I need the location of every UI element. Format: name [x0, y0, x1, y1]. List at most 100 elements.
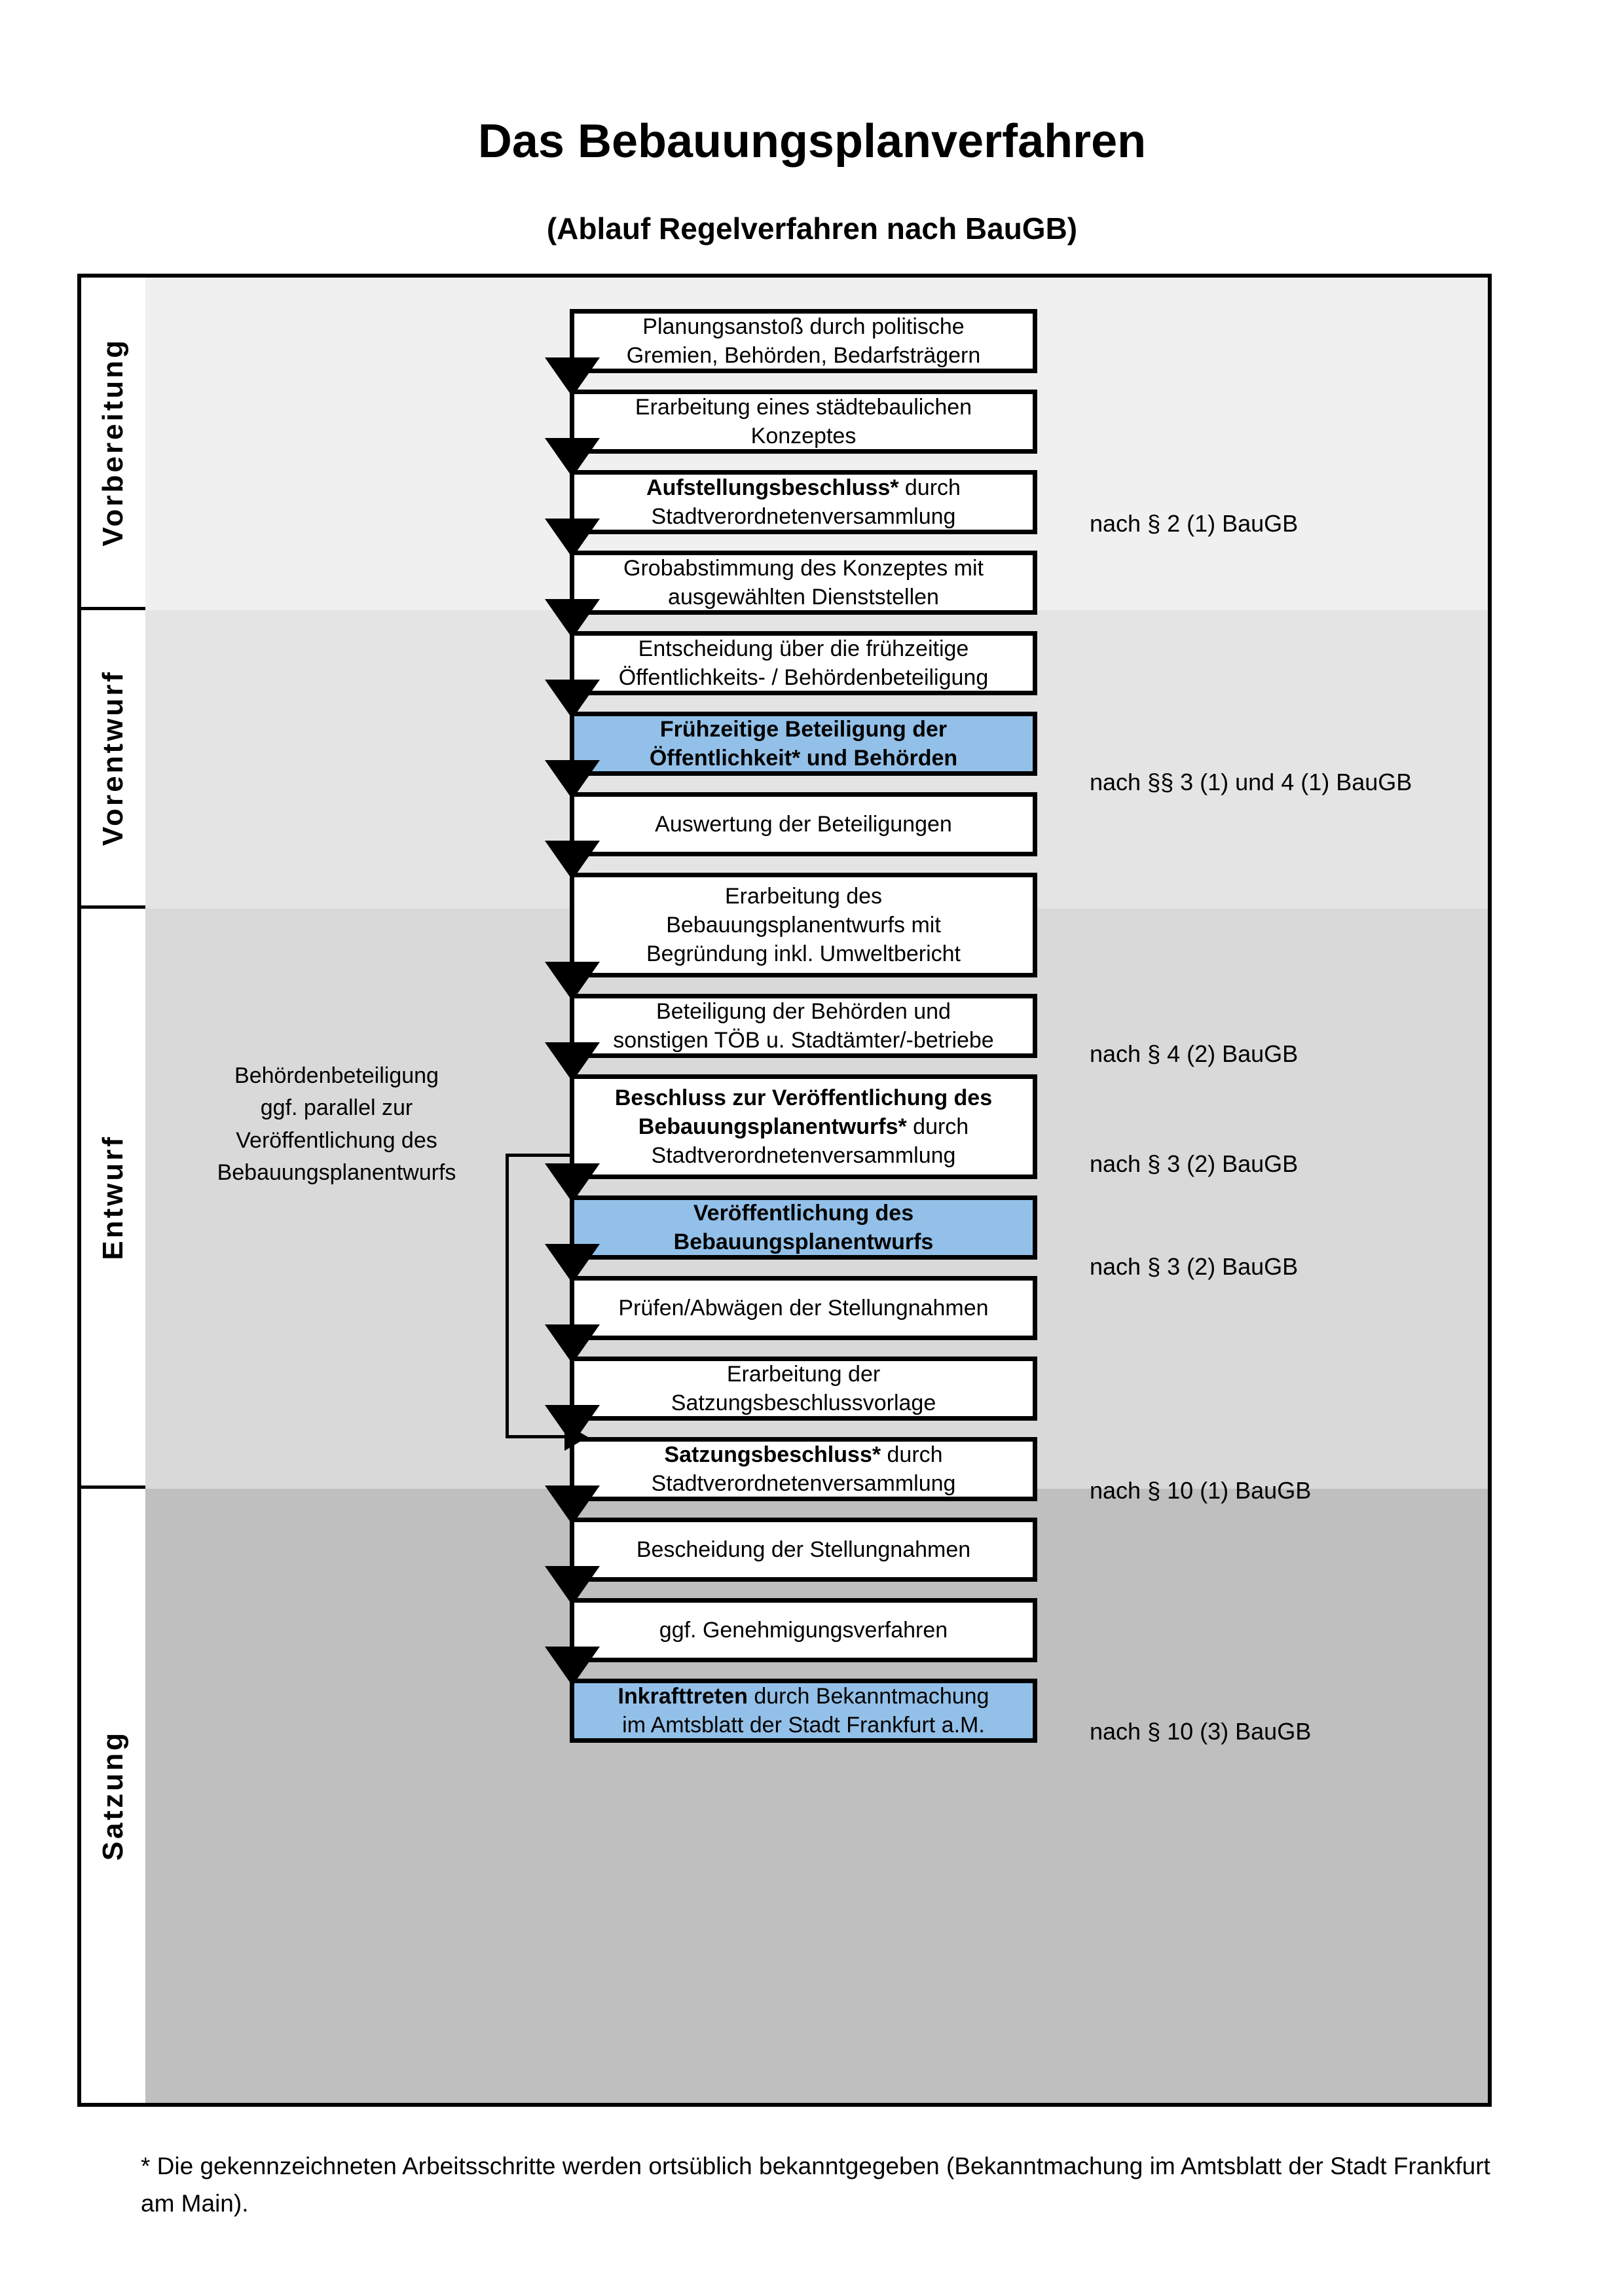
node-line: Grobabstimmung des Konzeptes mit	[623, 555, 984, 581]
annotation-paragraph-4-2: nach § 4 (2) BauGB	[1090, 1040, 1299, 1067]
page-title: Das Bebauungsplanverfahren	[477, 115, 1147, 168]
phase-label-vorentwurf: Vorentwurf	[81, 610, 145, 909]
node-line: Planungsanstoß durch politische	[642, 314, 965, 339]
node-line: Inkrafttreten durch Bekanntmachung	[618, 1682, 989, 1711]
node-line: Stadtverordnetenversammlung	[651, 1471, 956, 1496]
bracket-vertical-segment	[506, 1154, 509, 1438]
flow-arrow	[545, 1042, 600, 1082]
node-line: Auswertung der Beteiligungen	[655, 811, 952, 837]
node-line: Bebauungsplanentwurfs	[673, 1230, 934, 1254]
annotation-paragraph-3-1-4-1: nach §§ 3 (1) und 4 (1) BauGB	[1090, 769, 1412, 795]
flow-arrow	[545, 1324, 600, 1364]
side-note-line: Bebauungsplanentwurfs	[217, 1159, 456, 1185]
node-line: Gremien, Behörden, Bedarfsträgern	[626, 343, 981, 368]
band-satzung	[145, 1489, 1488, 2103]
node-line: Erarbeitung des	[724, 883, 883, 909]
flow-node-n3[interactable]: Aufstellungsbeschluss* durch Stadtverord…	[570, 470, 1037, 534]
bracket-top-segment	[506, 1154, 574, 1157]
flow-node-n11[interactable]: Veröffentlichung des Bebauungsplanentwur…	[570, 1195, 1037, 1260]
node-line: Konzeptes	[750, 424, 857, 448]
node-line: Stadtverordnetenversammlung	[651, 504, 956, 529]
flow-arrow	[545, 1485, 600, 1525]
node-emphasis: Bebauungsplanentwurfs*	[638, 1114, 907, 1139]
phase-label-text: Vorbereitung	[97, 338, 129, 547]
side-note-behoerdenbeteiligung: Behördenbeteiligung ggf. parallel zur Ve…	[186, 1060, 487, 1189]
bracket-bottom-segment	[506, 1435, 568, 1438]
flow-node-n14[interactable]: Satzungsbeschluss* durch Stadtverordnete…	[570, 1437, 1037, 1501]
flow-node-n4[interactable]: Grobabstimmung des Konzeptes mit ausgewä…	[570, 551, 1037, 615]
node-line: Satzungsbeschluss* durch	[652, 1440, 956, 1469]
node-line: Beschluss zur Veröffentlichung des	[614, 1085, 993, 1110]
diagram-frame: Vorbereitung Vorentwurf Entwurf Satzung	[77, 274, 1492, 2107]
flow-arrow	[545, 1647, 600, 1686]
node-line: Begründung inkl. Umweltbericht	[646, 941, 961, 967]
node-line: ggf. Genehmigungsverfahren	[659, 1617, 948, 1643]
node-line: ausgewählten Dienststellen	[668, 585, 939, 610]
annotation-paragraph-10-1: nach § 10 (1) BauGB	[1090, 1477, 1312, 1504]
flow-node-n15[interactable]: Bescheidung der Stellungnahmen	[570, 1518, 1037, 1582]
flow-arrow	[545, 680, 600, 719]
node-suffix: durch Bekanntmachung	[747, 1683, 989, 1709]
footnote: * Die gekennzeichneten Arbeitsschritte w…	[141, 2153, 1490, 2217]
phase-label-vorbereitung: Vorbereitung	[81, 278, 145, 610]
node-line: Bebauungsplanentwurfs mit	[666, 912, 941, 938]
side-note-line: ggf. parallel zur	[260, 1095, 413, 1121]
bracket-arrowhead-icon	[564, 1423, 588, 1451]
node-emphasis: Inkrafttreten	[618, 1683, 748, 1709]
flow-node-n12[interactable]: Prüfen/Abwägen der Stellungnahmen	[570, 1276, 1037, 1340]
flow-node-n6[interactable]: Frühzeitige Beteiligung der Öffentlichke…	[570, 712, 1037, 776]
node-line: Erarbeitung der	[726, 1361, 881, 1387]
node-line: sonstigen TÖB u. Stadtämter/-betriebe	[613, 1028, 994, 1053]
flow-arrow	[545, 438, 600, 477]
phase-label-text: Satzung	[97, 1730, 129, 1861]
node-line: im Amtsblatt der Stadt Frankfurt a.M.	[622, 1713, 985, 1738]
annotation-paragraph-3-2-veroeffentlichung: nach § 3 (2) BauGB	[1090, 1253, 1299, 1280]
node-line: Stadtverordnetenversammlung	[651, 1143, 956, 1169]
flow-arrow	[545, 760, 600, 799]
flow-node-n7[interactable]: Auswertung der Beteiligungen	[570, 792, 1037, 856]
annotation-paragraph-3-2-beschluss: nach § 3 (2) BauGB	[1090, 1150, 1299, 1177]
flow-arrow	[545, 599, 600, 638]
flow-arrow	[545, 1163, 600, 1203]
flow-node-n1[interactable]: Planungsanstoß durch politische Gremien,…	[570, 309, 1037, 373]
node-line: Prüfen/Abwägen der Stellungnahmen	[618, 1295, 989, 1321]
node-line: Bescheidung der Stellungnahmen	[636, 1537, 971, 1562]
page-subtitle: (Ablauf Regelverfahren nach BauGB)	[546, 211, 1078, 246]
side-note-line: Behördenbeteiligung	[234, 1063, 439, 1088]
phase-label-text: Vorentwurf	[97, 670, 129, 846]
node-line: Aufstellungsbeschluss* durch	[646, 473, 961, 502]
flow-node-n10[interactable]: Beschluss zur Veröffentlichung des Bebau…	[570, 1074, 1037, 1179]
node-line: Entscheidung über die frühzeitige	[638, 636, 969, 661]
node-line: Öffentlichkeit* und Behörden	[649, 746, 958, 771]
flow-node-n16[interactable]: ggf. Genehmigungsverfahren	[570, 1598, 1037, 1662]
node-line: Veröffentlichung des	[693, 1200, 914, 1226]
flow-arrow	[545, 1244, 600, 1283]
node-suffix: durch	[881, 1442, 943, 1467]
flow-arrow	[545, 962, 600, 1001]
node-line: Erarbeitung eines städtebaulichen	[635, 394, 972, 420]
flow-arrow	[545, 1566, 600, 1605]
node-suffix: durch	[906, 1114, 969, 1139]
flow-arrow	[545, 519, 600, 558]
node-suffix: durch	[898, 475, 961, 500]
flow-node-n2[interactable]: Erarbeitung eines städtebaulichen Konzep…	[570, 390, 1037, 454]
flow-node-n17[interactable]: Inkrafttreten durch Bekanntmachung im Am…	[570, 1679, 1037, 1743]
node-line: Frühzeitige Beteiligung der	[659, 716, 948, 742]
node-emphasis: Satzungsbeschluss*	[664, 1442, 881, 1467]
flow-node-n5[interactable]: Entscheidung über die frühzeitige Öffent…	[570, 631, 1037, 695]
flow-node-n13[interactable]: Erarbeitung der Satzungsbeschlussvorlage	[570, 1357, 1037, 1421]
annotation-paragraph-2-1: nach § 2 (1) BauGB	[1090, 510, 1299, 537]
phase-label-text: Entwurf	[97, 1134, 129, 1260]
phase-label-satzung: Satzung	[81, 1489, 145, 2103]
flow-arrow	[545, 357, 600, 397]
phase-label-entwurf: Entwurf	[81, 909, 145, 1489]
node-line: Öffentlichkeits- / Behördenbeteiligung	[618, 665, 989, 690]
flow-node-n9[interactable]: Beteiligung der Behörden und sonstigen T…	[570, 994, 1037, 1058]
node-line: Beteiligung der Behörden und	[656, 998, 951, 1024]
node-emphasis: Aufstellungsbeschluss*	[646, 475, 899, 500]
side-note-line: Veröffentlichung des	[236, 1127, 437, 1153]
node-line: Bebauungsplanentwurfs* durch	[615, 1112, 992, 1141]
phase-label-column: Vorbereitung Vorentwurf Entwurf Satzung	[81, 278, 145, 2103]
flow-node-n8[interactable]: Erarbeitung des Bebauungsplanentwurfs mi…	[570, 873, 1037, 977]
